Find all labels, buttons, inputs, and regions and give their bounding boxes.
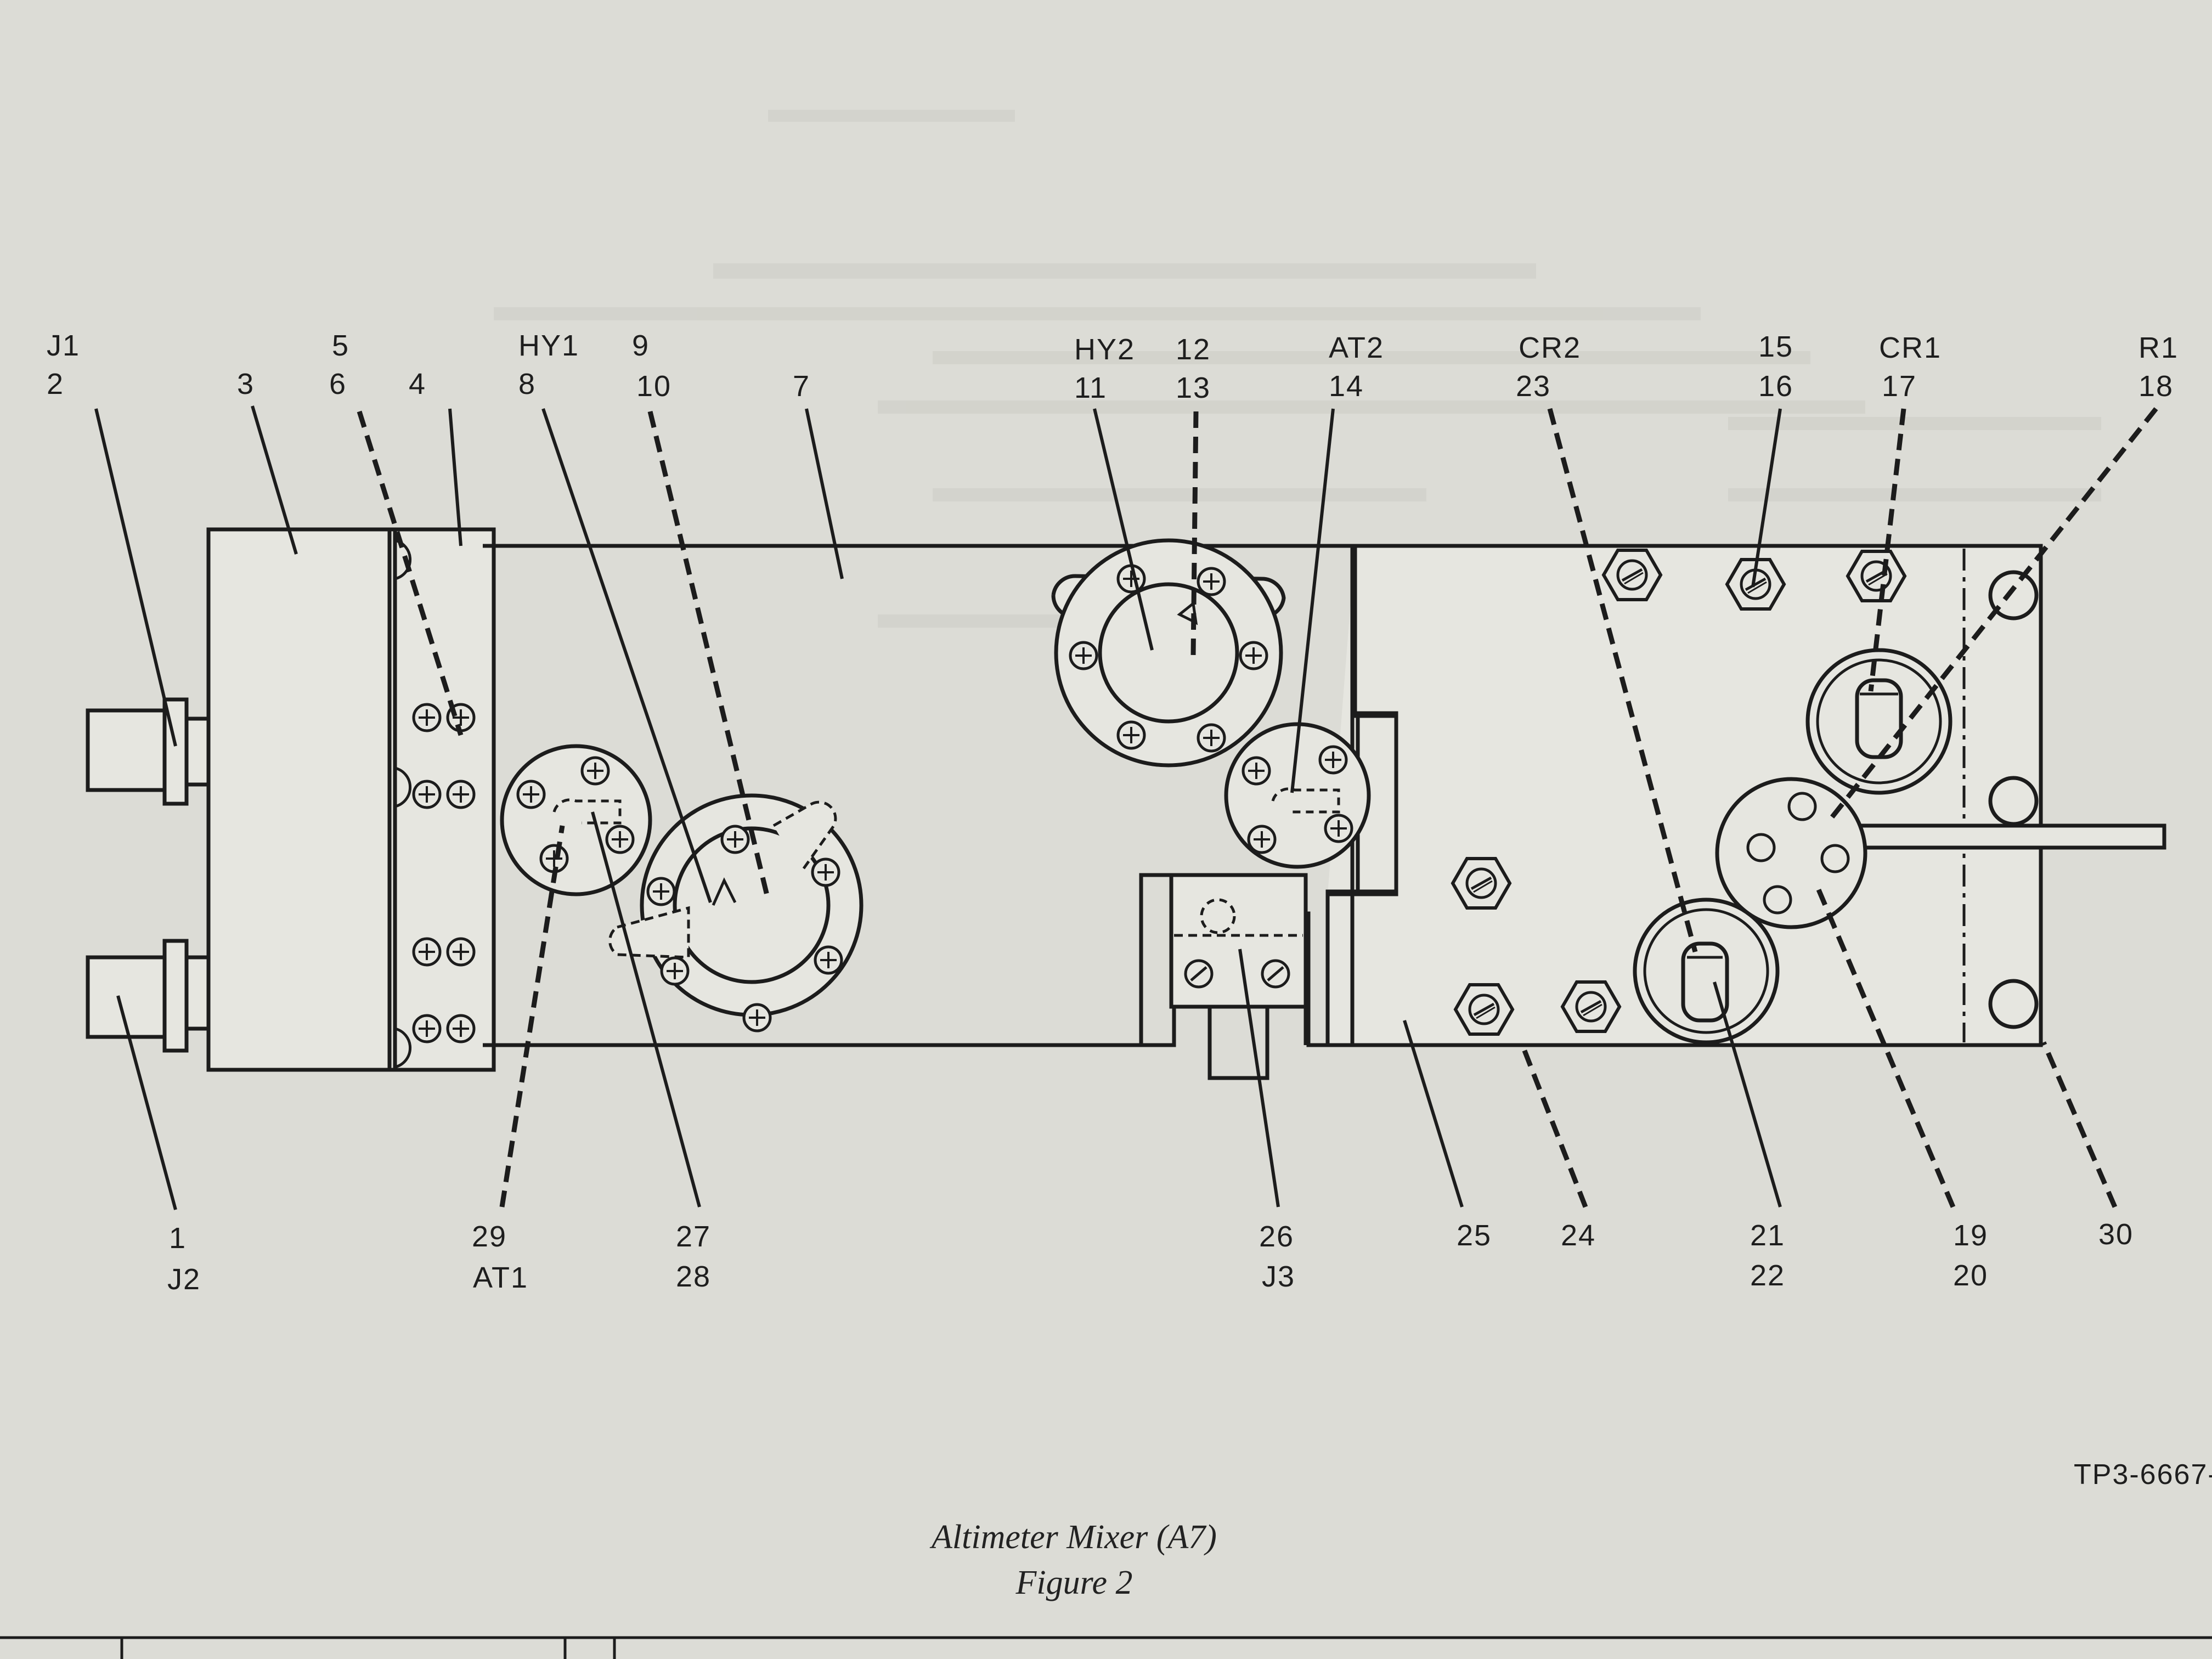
callout-11: 11: [1074, 371, 1107, 404]
callout-15: 15: [1758, 330, 1793, 363]
callout-8: 8: [518, 368, 536, 400]
callout-hy2: HY2: [1074, 333, 1135, 366]
callout-16: 16: [1758, 370, 1793, 403]
callout-j2: J2: [167, 1263, 201, 1296]
hex-nut-icon: [1604, 550, 1661, 600]
callout-12: 12: [1176, 333, 1211, 366]
callout-29: 29: [472, 1220, 507, 1253]
hex-nut-icon: [1562, 982, 1620, 1031]
j3-connector-block: [1169, 873, 1308, 1009]
callout-14: 14: [1329, 370, 1364, 403]
callout-j3: J3: [1262, 1260, 1295, 1293]
mixer-assembly: [86, 527, 2166, 1080]
callout-j1: J1: [47, 329, 80, 362]
top-callouts: J1 2 3 5 6 4 HY1 8 9 10 7 HY2 11 12 13 A…: [47, 329, 2179, 404]
callout-21: 21: [1750, 1219, 1785, 1252]
hybrid-coupler-icon: [608, 793, 864, 1031]
callout-cr1: CR1: [1879, 331, 1942, 364]
callout-r1: R1: [2138, 331, 2179, 364]
callout-24: 24: [1561, 1219, 1596, 1252]
figure-title: Altimeter Mixer (A7): [929, 1519, 1217, 1556]
hex-nut-icon: [1453, 859, 1510, 908]
callout-4: 4: [409, 368, 426, 400]
show-through-text: [494, 110, 2101, 628]
callout-5: 5: [332, 329, 349, 362]
callout-cr2: CR2: [1519, 331, 1581, 364]
callout-17: 17: [1882, 370, 1917, 403]
callout-26: 26: [1259, 1220, 1294, 1253]
reference-code: TP3-6667-: [2074, 1459, 2212, 1491]
figure-subtitle: Figure 2: [1015, 1564, 1133, 1601]
callout-20: 20: [1953, 1259, 1988, 1292]
callout-3: 3: [237, 368, 255, 400]
callout-6: 6: [329, 368, 347, 400]
callout-1: 1: [169, 1222, 187, 1255]
coaxial-connector-icon: [86, 939, 211, 1053]
bottom-callouts: 1 J2 29 AT1 27 28 26 J3 25 24 21 22 19 2…: [167, 1218, 2134, 1296]
callout-7: 7: [793, 370, 810, 403]
r1-resistor-rod: [1860, 823, 2166, 850]
diode-holder-icon: [1805, 648, 1953, 795]
callout-25: 25: [1457, 1219, 1492, 1252]
callout-13: 13: [1176, 371, 1211, 404]
callout-18: 18: [2138, 370, 2174, 403]
callout-30: 30: [2098, 1218, 2134, 1251]
callout-2: 2: [47, 368, 64, 400]
hex-nut-icon: [1455, 985, 1513, 1034]
callout-28: 28: [676, 1260, 711, 1293]
leader-lines: [94, 405, 2158, 1210]
attenuator-icon: [1224, 722, 1371, 869]
callout-10: 10: [636, 370, 672, 403]
bottom-table-edge: [0, 1636, 2212, 1659]
callout-22: 22: [1750, 1259, 1785, 1292]
mounting-plate: [1715, 777, 1867, 929]
diode-holder-icon: [1633, 898, 1780, 1045]
callout-at2: AT2: [1329, 331, 1384, 364]
callout-23: 23: [1516, 370, 1551, 403]
callout-27: 27: [676, 1220, 711, 1253]
coaxial-connector-icon: [86, 697, 211, 806]
hybrid-coupler-icon: [1051, 538, 1286, 768]
callout-19: 19: [1953, 1219, 1988, 1252]
hex-nut-icon: [1848, 551, 1905, 601]
attenuator-icon: [500, 744, 652, 896]
callout-at1: AT1: [473, 1261, 528, 1294]
callout-hy1: HY1: [518, 329, 579, 362]
end-cap: [206, 527, 403, 1072]
callout-9: 9: [632, 329, 650, 362]
